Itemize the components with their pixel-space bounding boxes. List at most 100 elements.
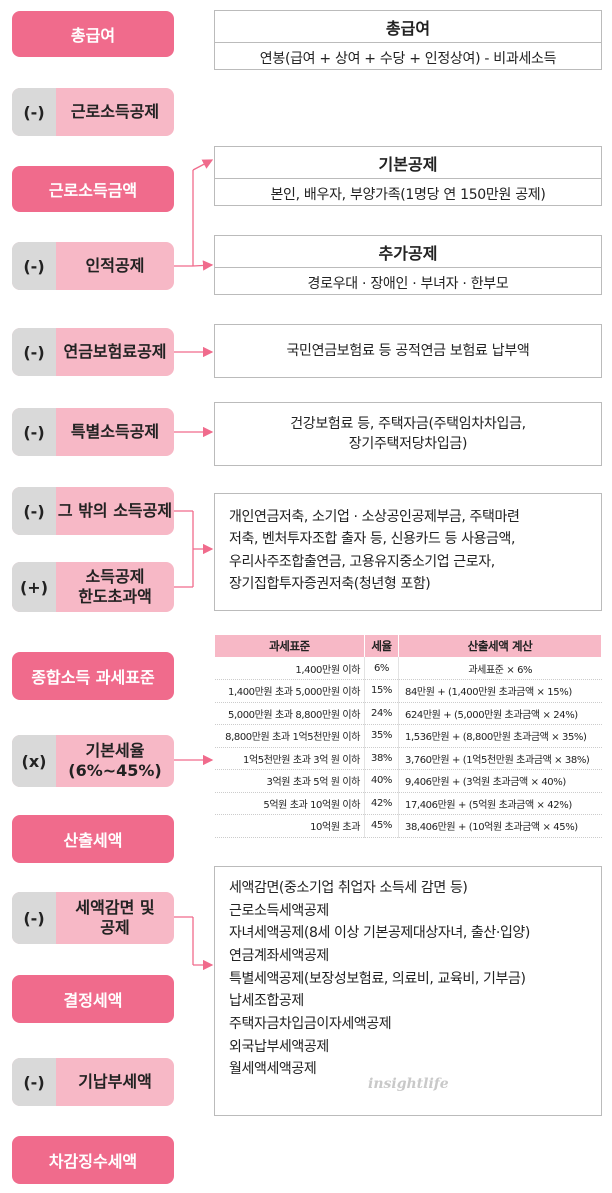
step-label: 그 밖의 소득공제 bbox=[57, 501, 173, 520]
box-body: 연봉(급여 + 상여 + 수당 + 인정상여) - 비과세소득 bbox=[259, 51, 557, 67]
step-final-tax: 차감징수세액 bbox=[12, 1136, 174, 1184]
cell-rate: 45% bbox=[364, 814, 399, 838]
cell-rate: 15% bbox=[364, 679, 399, 703]
multiply-sign: (x) bbox=[12, 735, 56, 787]
box-body: 경로우대 · 장애인 · 부녀자 · 한부모 bbox=[307, 276, 509, 292]
label-line-2: 한도초과액 bbox=[78, 587, 152, 606]
plus-sign: (+) bbox=[12, 562, 56, 612]
step-special-deduction: (-) 특별소득공제 bbox=[12, 408, 174, 456]
cell-bracket: 8,800만원 초과 1억5천만원 이하 bbox=[214, 724, 365, 748]
label-line-1: 소득공제 bbox=[85, 567, 145, 586]
credit-item: 납세조합공제 bbox=[229, 993, 304, 1010]
label-line-2: 공제 bbox=[100, 918, 130, 937]
step-earned-income-deduction: (-) 근로소득공제 bbox=[12, 88, 174, 136]
box-line-2: 장기주택저당차입금) bbox=[348, 436, 468, 452]
step-determined-tax: 결정세액 bbox=[12, 975, 174, 1023]
step-basic-rate: (x) 기본세율(6%~45%) bbox=[12, 735, 174, 787]
credit-item: 주택자금차입금이자세액공제 bbox=[229, 1016, 392, 1033]
box-basic-deduction: 기본공제 본인, 배우자, 부양가족(1명당 연 150만원 공제) bbox=[214, 146, 602, 206]
header-rate: 세율 bbox=[364, 635, 399, 657]
box-pension: 국민연금보험료 등 공적연금 보험료 납부액 bbox=[214, 324, 602, 378]
label-line-2: (6%~45%) bbox=[68, 761, 162, 780]
credit-item: 특별세액공제(보장성보험료, 의료비, 교육비, 기부금) bbox=[229, 970, 526, 987]
step-label: 인적공제 bbox=[85, 256, 145, 275]
box-additional-deduction: 추가공제 경로우대 · 장애인 · 부녀자 · 한부모 bbox=[214, 235, 602, 295]
box-title: 기본공제 bbox=[215, 147, 601, 179]
box-line-1: 건강보험료 등, 주택자금(주택임차차입금, bbox=[290, 415, 526, 432]
minus-sign: (-) bbox=[12, 242, 56, 290]
box-tax-credits: 세액감면(중소기업 취업자 소득세 감면 등) 근로소득세액공제 자녀세액공제(… bbox=[214, 866, 602, 1116]
box-body: 국민연금보험료 등 공적연금 보험료 납부액 bbox=[286, 342, 530, 359]
credit-item: 연금계좌세액공제 bbox=[229, 948, 329, 965]
cell-calc: 3,760만원 + (1억5천만원 초과금액 × 38%) bbox=[398, 747, 602, 770]
step-computed-tax: 산출세액 bbox=[12, 815, 174, 863]
box-line-4: 장기집합투자증권저축(청년형 포함) bbox=[229, 576, 431, 593]
cell-bracket: 10억원 초과 bbox=[214, 814, 365, 838]
step-label: 기납부세액 bbox=[78, 1072, 152, 1091]
cell-bracket: 1,400만원 이하 bbox=[214, 657, 365, 680]
step-prepaid-tax: (-) 기납부세액 bbox=[12, 1058, 174, 1106]
step-label: 기본세율(6%~45%) bbox=[56, 735, 174, 787]
box-line-3: 우리사주조합출연금, 고용유지중소기업 근로자, bbox=[229, 553, 495, 570]
cell-rate: 42% bbox=[364, 792, 399, 815]
box-other-deductions: 개인연금저축, 소기업 · 소상공인공제부금, 주택마련 저축, 벤처투자조합 … bbox=[214, 493, 602, 611]
cell-calc: 9,406만원 + (3억원 초과금액 × 40%) bbox=[398, 769, 602, 793]
step-label: 연금보험료공제 bbox=[63, 342, 167, 361]
credit-item: 외국납부세액공제 bbox=[229, 1038, 329, 1055]
minus-sign: (-) bbox=[12, 1058, 56, 1106]
box-body: 본인, 배우자, 부양가족(1명당 연 150만원 공제) bbox=[270, 187, 546, 203]
minus-sign: (-) bbox=[12, 88, 56, 136]
cell-calc: 38,406만원 + (10억원 초과금액 × 45%) bbox=[398, 814, 602, 838]
cell-bracket: 5,000만원 초과 8,800만원 이하 bbox=[214, 702, 365, 725]
label-line-1: 세액감면 및 bbox=[75, 898, 155, 917]
cell-bracket: 3억원 초과 5억 원 이하 bbox=[214, 769, 365, 793]
label-line-1: 기본세율 bbox=[85, 741, 145, 760]
credit-item: 세액감면(중소기업 취업자 소득세 감면 등) bbox=[229, 880, 468, 896]
step-label: 특별소득공제 bbox=[70, 422, 160, 441]
step-gross-pay: 총급여 bbox=[12, 11, 174, 57]
step-pension-deduction: (-) 연금보험료공제 bbox=[12, 328, 174, 376]
step-tax-base: 종합소득 과세표준 bbox=[12, 652, 174, 700]
header-calc: 산출세액 계산 bbox=[398, 635, 602, 657]
box-gross-pay: 총급여 연봉(급여 + 상여 + 수당 + 인정상여) - 비과세소득 bbox=[214, 10, 602, 70]
step-personal-deduction: (-) 인적공제 bbox=[12, 242, 174, 290]
cell-rate: 24% bbox=[364, 702, 399, 725]
header-tax-base: 과세표준 bbox=[214, 635, 365, 657]
step-earned-income-amount: 근로소득금액 bbox=[12, 166, 174, 212]
cell-rate: 6% bbox=[364, 657, 399, 680]
cell-rate: 38% bbox=[364, 747, 399, 770]
cell-calc: 1,536만원 + (8,800만원 초과금액 × 35%) bbox=[398, 724, 602, 748]
step-other-deduction: (-) 그 밖의 소득공제 bbox=[12, 487, 174, 535]
cell-bracket: 1,400만원 초과 5,000만원 이하 bbox=[214, 679, 365, 703]
box-line-2: 저축, 벤처투자조합 출자 등, 신용카드 등 사용금액, bbox=[229, 531, 516, 548]
box-line-1: 개인연금저축, 소기업 · 소상공인공제부금, 주택마련 bbox=[229, 509, 520, 525]
minus-sign: (-) bbox=[12, 328, 56, 376]
credit-item: 월세액세액공제 bbox=[229, 1061, 317, 1078]
cell-calc: 624만원 + (5,000만원 초과금액 × 24%) bbox=[398, 702, 602, 725]
cell-calc: 84만원 + (1,400만원 초과금액 × 15%) bbox=[398, 679, 602, 703]
cell-bracket: 5억원 초과 10억원 이하 bbox=[214, 792, 365, 815]
minus-sign: (-) bbox=[12, 408, 56, 456]
minus-sign: (-) bbox=[12, 487, 56, 535]
cell-rate: 40% bbox=[364, 769, 399, 793]
table-header-row: 과세표준 세율 산출세액 계산 bbox=[214, 635, 602, 657]
cell-calc: 17,406만원 + (5억원 초과금액 × 42%) bbox=[398, 792, 602, 815]
credit-item: 자녀세액공제(8세 이상 기본공제대상자녀, 출산·입양) bbox=[229, 925, 530, 942]
credit-item: 근로소득세액공제 bbox=[229, 902, 329, 919]
cell-calc: 과세표준 × 6% bbox=[398, 657, 602, 680]
cell-rate: 35% bbox=[364, 724, 399, 748]
box-title: 추가공제 bbox=[215, 236, 601, 268]
cell-bracket: 1억5천만원 초과 3억 원 이하 bbox=[214, 747, 365, 770]
minus-sign: (-) bbox=[12, 892, 56, 944]
